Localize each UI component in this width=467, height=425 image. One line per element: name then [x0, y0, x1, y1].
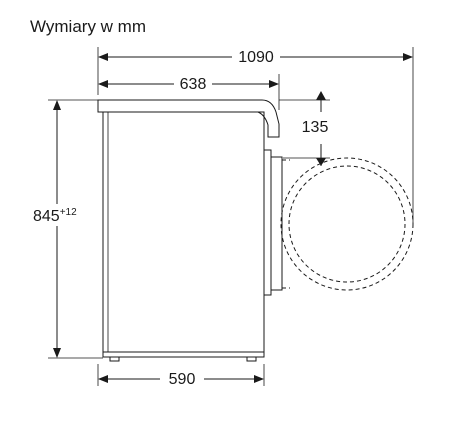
- washer-foot-rear: [109, 356, 120, 362]
- washer-cabinet: [102, 111, 265, 353]
- diagram-title: Wymiary w mm: [30, 17, 146, 36]
- dim-total-depth: 1090: [97, 47, 414, 224]
- dim-total-depth-label: 1090: [238, 49, 274, 66]
- dim-height: 845+12: [28, 99, 103, 359]
- door-swing-outer: [280, 157, 414, 291]
- door-swing-inner: [288, 165, 406, 283]
- dim-width: 590: [97, 364, 265, 388]
- dim-cabinet-depth: 638: [98, 74, 280, 110]
- dim-width-label: 590: [169, 371, 196, 388]
- washer-foot-front: [246, 356, 257, 362]
- dim-door-offset-label: 135: [302, 119, 329, 136]
- washer-top-plate: [97, 99, 280, 138]
- washer-door-front: [263, 149, 272, 296]
- washer-side-view: [97, 99, 414, 362]
- washer-base: [102, 351, 265, 358]
- dim-door-offset: 135: [279, 91, 330, 166]
- dim-height-label: 845+12: [33, 207, 77, 225]
- dim-cabinet-depth-label: 638: [180, 76, 207, 93]
